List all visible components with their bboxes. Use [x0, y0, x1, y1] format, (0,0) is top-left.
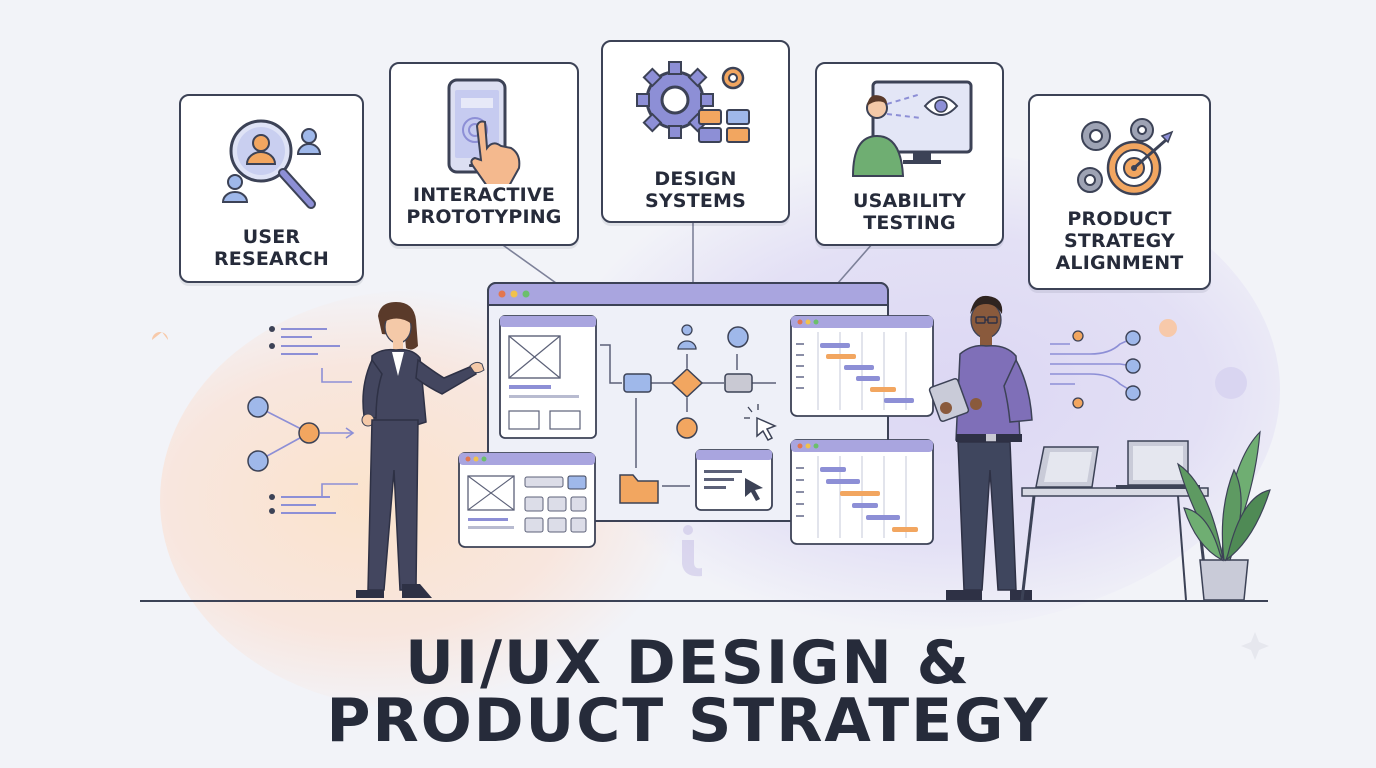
gantt-window-bottom	[790, 439, 934, 545]
card-product-strategy-alignment: PRODUCT STRATEGY ALIGNMENT	[1028, 94, 1211, 290]
sparkle-decoration	[1241, 632, 1269, 660]
woman-presenter	[356, 302, 485, 598]
card-usability-testing-label: USABILITY TESTING	[852, 190, 967, 234]
main-title-line-2: PRODUCT STRATEGY	[326, 686, 1050, 756]
gears-target-icon	[1077, 118, 1174, 196]
phone-tap-icon	[447, 78, 521, 184]
man-with-tablet	[928, 295, 1033, 600]
faint-logo-mark	[682, 525, 702, 577]
layout-window	[458, 452, 596, 548]
flow-arrows	[600, 344, 776, 487]
card-user-research-label: USER RESEARCH	[213, 226, 330, 270]
gears-blocks-icon	[636, 61, 750, 143]
card-user-research: USER RESEARCH	[179, 94, 364, 283]
potted-plant	[1176, 430, 1271, 601]
right-network-decoration	[1050, 319, 1247, 409]
eye-monitor-icon	[851, 80, 973, 177]
flow-nodes	[619, 324, 777, 504]
card-connectors	[499, 220, 874, 284]
cursor-window	[695, 449, 773, 511]
card-interactive-prototyping: INTERACTIVE PROTOTYPING	[389, 62, 579, 246]
wireframe-panel	[499, 315, 597, 439]
gantt-window-top	[790, 315, 934, 417]
card-product-strategy-label: PRODUCT STRATEGY ALIGNMENT	[1055, 208, 1184, 274]
card-interactive-prototyping-label: INTERACTIVE PROTOTYPING	[406, 184, 562, 228]
left-network-decoration	[152, 326, 358, 514]
card-design-systems-label: DESIGN SYSTEMS	[644, 168, 747, 212]
main-title-line-1: UI/UX DESIGN &	[405, 628, 971, 698]
card-usability-testing: USABILITY TESTING	[815, 62, 1004, 246]
magnifier-user-icon	[221, 119, 322, 209]
card-design-systems: DESIGN SYSTEMS	[601, 40, 790, 223]
desk-with-laptops	[1020, 440, 1210, 601]
